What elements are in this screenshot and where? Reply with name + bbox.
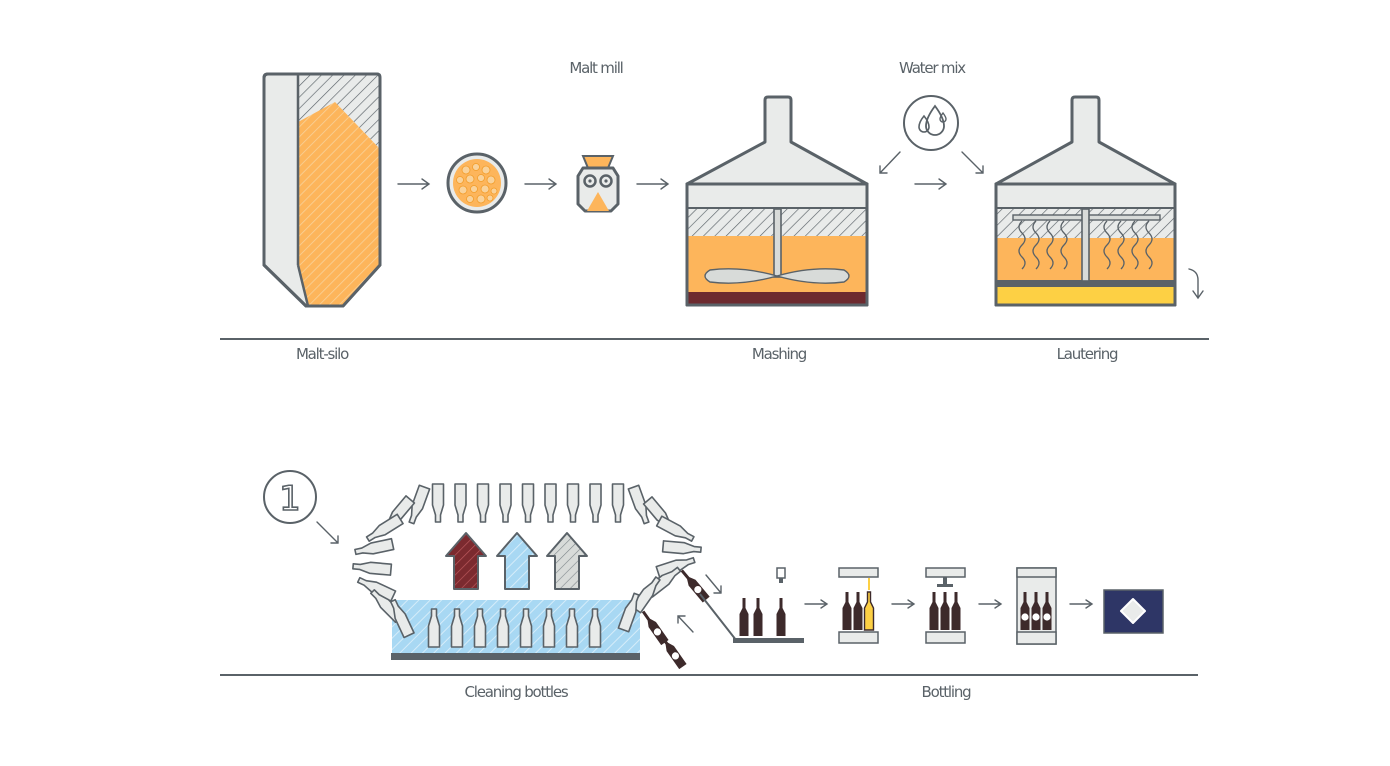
bottle-icon <box>353 537 395 559</box>
bottle-icon <box>364 513 404 545</box>
bottle-icon <box>521 483 535 523</box>
cold-water-arrow-icon <box>496 532 538 590</box>
bottle-icon <box>431 483 445 523</box>
conveyor-belt <box>733 638 804 643</box>
mill-icon <box>576 155 620 213</box>
arrow-icon <box>879 151 901 174</box>
bottle-icon <box>589 483 602 523</box>
arrow-icon <box>705 574 722 594</box>
bottle-icon <box>544 483 557 523</box>
bottle-icon <box>351 560 393 576</box>
hot-water-arrow-icon <box>445 532 487 590</box>
arrow-icon <box>961 151 984 174</box>
arrow-icon <box>914 178 948 190</box>
water-drops-icon <box>903 95 959 151</box>
arrow-icon <box>978 599 1003 609</box>
air-dry-arrow-icon <box>546 532 588 590</box>
arrow-icon <box>677 615 694 633</box>
arrow-icon <box>891 599 916 609</box>
label-bottling: Bottling <box>922 683 972 701</box>
conveyor-ramp <box>699 593 804 641</box>
arrow-down-icon <box>1188 268 1204 300</box>
lauter-tun-icon <box>994 95 1177 307</box>
label-water-mix: Water mix <box>899 59 966 77</box>
arrow-icon <box>397 178 431 190</box>
beer-label-icon <box>1103 589 1164 634</box>
arrow-icon <box>316 521 339 544</box>
arrow-icon <box>804 599 829 609</box>
incoming-bottles <box>639 567 710 670</box>
bottle-group-empty <box>739 567 786 636</box>
label-malt-mill: Malt mill <box>569 59 622 77</box>
bottle-icon <box>611 483 625 523</box>
label-cleaning-bottles: Cleaning bottles <box>464 683 568 701</box>
step-number: 1 <box>279 479 301 519</box>
arrow-icon <box>1069 599 1094 609</box>
cleaning-arrows <box>445 532 588 590</box>
bottle-icon <box>661 540 703 556</box>
capping-station-icon <box>925 567 966 644</box>
grain-icon <box>446 152 508 214</box>
crown-cap-icon <box>937 584 953 587</box>
labeling-station-icon <box>1016 567 1057 645</box>
mash-tun-icon <box>685 95 869 307</box>
bottle-icon <box>499 483 512 523</box>
bottle-icon <box>476 483 490 523</box>
arrow-icon <box>524 178 558 190</box>
arrow-icon <box>636 178 670 190</box>
bottle-icon <box>454 483 467 523</box>
label-mashing: Mashing <box>752 345 807 363</box>
conveyor-rail <box>391 653 640 660</box>
bottle-icon <box>655 515 697 545</box>
label-lautering: Lautering <box>1057 345 1118 363</box>
step-number-badge: 1 <box>263 470 317 524</box>
label-malt-silo: Malt-silo <box>296 345 349 363</box>
malt-silo-icon <box>262 72 382 308</box>
filling-station-icon <box>838 567 879 644</box>
bottle-icon <box>566 483 580 523</box>
